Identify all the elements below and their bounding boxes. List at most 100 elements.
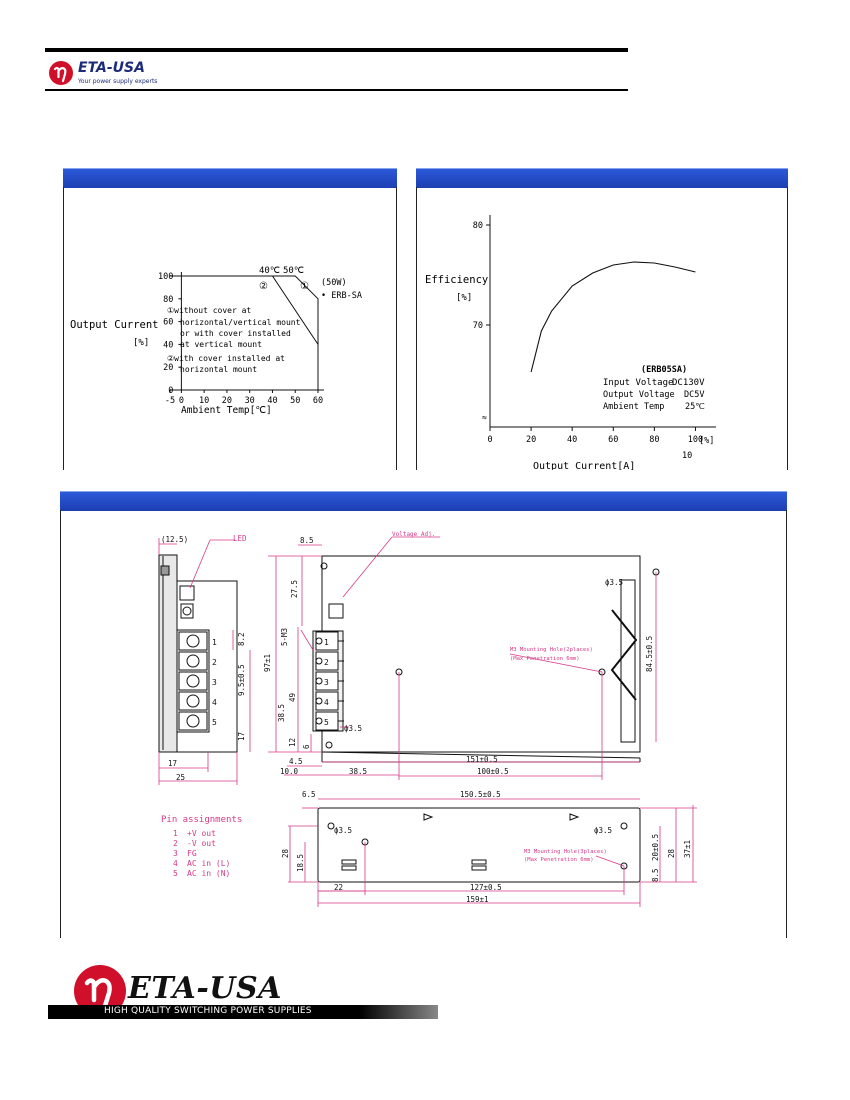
side-terminal-screw [186, 714, 200, 728]
header-brand: ETA-USA [78, 60, 145, 76]
derating-y-tick-label: 40 [163, 340, 173, 350]
dim-18-5: 18.5 [296, 854, 305, 872]
footer-logo: ETA-USA HIGH QUALITY SWITCHING POWER SUP… [48, 963, 448, 1023]
dim-97: 97±1 [263, 654, 272, 672]
dim-6: 6 [302, 744, 311, 749]
efficiency-input-label: Input Voltage [603, 378, 673, 388]
side-terminal-screw [186, 634, 200, 648]
derating-y-tick-label: 0 [168, 386, 173, 396]
header-logo: ETA-USA Your power supply experts [48, 58, 178, 88]
dim-4-5: 4.5 [289, 757, 303, 766]
dim-phi-front-bottom: ϕ3.5 [344, 724, 362, 733]
derating-panel-right-border [396, 187, 397, 470]
efficiency-x-tick-label: 0 [487, 435, 492, 445]
outline-panel-header [60, 491, 787, 511]
pin-number: 1 [173, 829, 178, 838]
dim-151: 151±0.5 [466, 755, 498, 764]
header-bottom-rule [45, 89, 628, 91]
side-terminal-label: 2 [212, 658, 217, 667]
efficiency-panel-right-border [787, 187, 788, 470]
efficiency-x-tick-label: 80 [649, 435, 659, 445]
dim-159: 159±1 [466, 895, 489, 904]
dim-8-5-top: 8.5 [300, 536, 314, 545]
efficiency-ambient-value: 25℃ [685, 402, 705, 412]
derating-note1-line1: ①without cover at [167, 306, 251, 315]
dimension-lines [158, 536, 697, 907]
dim-20: 20±0.5 [651, 834, 660, 861]
pin-number: 3 [173, 849, 178, 858]
side-terminal-label: 5 [212, 718, 217, 727]
dim-led: LED [233, 534, 247, 543]
outline-panel-left-border [60, 510, 61, 938]
derating-temp-50: 50℃ [283, 266, 304, 276]
efficiency-series-line [530, 261, 696, 373]
dim-27-5: 27.5 [290, 580, 299, 598]
efficiency-panel-header [416, 168, 788, 188]
header-tagline: Your power supply experts [78, 78, 158, 85]
dim-38-5-horiz: 38.5 [349, 767, 367, 776]
derating-ylabel: Output Current [70, 319, 159, 331]
front-terminal-screw [315, 717, 323, 725]
derating-temp-40: 40℃ [259, 266, 280, 276]
efficiency-panel-left-border [416, 187, 417, 470]
derating-axes [169, 272, 324, 393]
derating-note1-line4: at vertical mount [180, 340, 262, 349]
dim-5-m3: 5-M3 [280, 628, 289, 646]
dim-phi-bottom-left: ϕ3.5 [334, 826, 352, 835]
derating-note2-line2: horizontal mount [180, 365, 257, 374]
efficiency-axes [486, 215, 716, 431]
efficiency-x-tick-label: 40 [567, 435, 577, 445]
front-terminal-label: 3 [324, 678, 329, 687]
efficiency-output-label: Output Voltage [603, 390, 675, 400]
dim-9-5: 9.5±0.5 [237, 664, 246, 696]
dimension-texts: (12.5) LED 8.5 Voltage Adj. 27.5 5-M3 97… [161, 531, 692, 904]
dim-84-5: 84.5±0.5 [645, 636, 654, 672]
dim-phi-front-top: ϕ3.5 [605, 578, 623, 587]
pin-number: 4 [173, 859, 178, 868]
dim-12-5: (12.5) [161, 535, 188, 544]
footer-brand: ETA-USA [128, 971, 282, 1006]
bottom-view [317, 807, 641, 883]
efficiency-y-tick-label: 70 [473, 321, 483, 331]
derating-model-watt: (50W) [321, 278, 347, 288]
side-terminal-screw [186, 694, 200, 708]
dim-17-vert: 17 [237, 732, 246, 741]
derating-x-tick-label: 50 [290, 396, 300, 406]
derating-y-tick-label: 100 [158, 272, 173, 282]
front-terminal-label: 5 [324, 718, 329, 727]
dim-m3-3places: M3 Mounting Hole(3places) [524, 849, 607, 855]
footer-eta-logo-icon [74, 965, 126, 1017]
dim-12: 12 [288, 738, 297, 747]
derating-x-tick-label: 30 [245, 396, 255, 406]
derating-y-tick-label: 20 [163, 363, 173, 373]
derating-x-tick-label: 20 [222, 396, 232, 406]
dim-49: 49 [288, 693, 297, 702]
derating-x-tick-label: 0 [179, 396, 184, 406]
efficiency-model: (ERB05SA) [641, 365, 687, 375]
side-terminal [178, 651, 208, 671]
footer-tagline: HIGH QUALITY SWITCHING POWER SUPPLIES [104, 1006, 312, 1016]
efficiency-x-full-label: 10 [682, 451, 692, 461]
derating-yunit: [%] [133, 338, 149, 348]
derating-y-tick-label: 80 [163, 295, 173, 305]
derating-panel-header [63, 168, 397, 188]
pin-label: AC in (N) [187, 869, 230, 878]
derating-xlabel: Ambient Temp[℃] [181, 405, 272, 416]
efficiency-ylabel: Efficiency [425, 274, 488, 286]
dim-penetration-1: (Max Penetration 6mm) [510, 656, 580, 662]
dim-penetration-2: (Max Penetration 6mm) [524, 857, 594, 863]
side-terminal-screw [186, 674, 200, 688]
front-terminal-label: 2 [324, 658, 329, 667]
front-terminal-screw [315, 657, 323, 665]
eta-logo-icon [49, 61, 73, 85]
efficiency-ambient-label: Ambient Temp [603, 402, 664, 412]
derating-note1-line3: or with cover installed [180, 329, 291, 338]
dim-17: 17 [168, 759, 177, 768]
efficiency-xlabel: Output Current[A] [533, 461, 635, 470]
